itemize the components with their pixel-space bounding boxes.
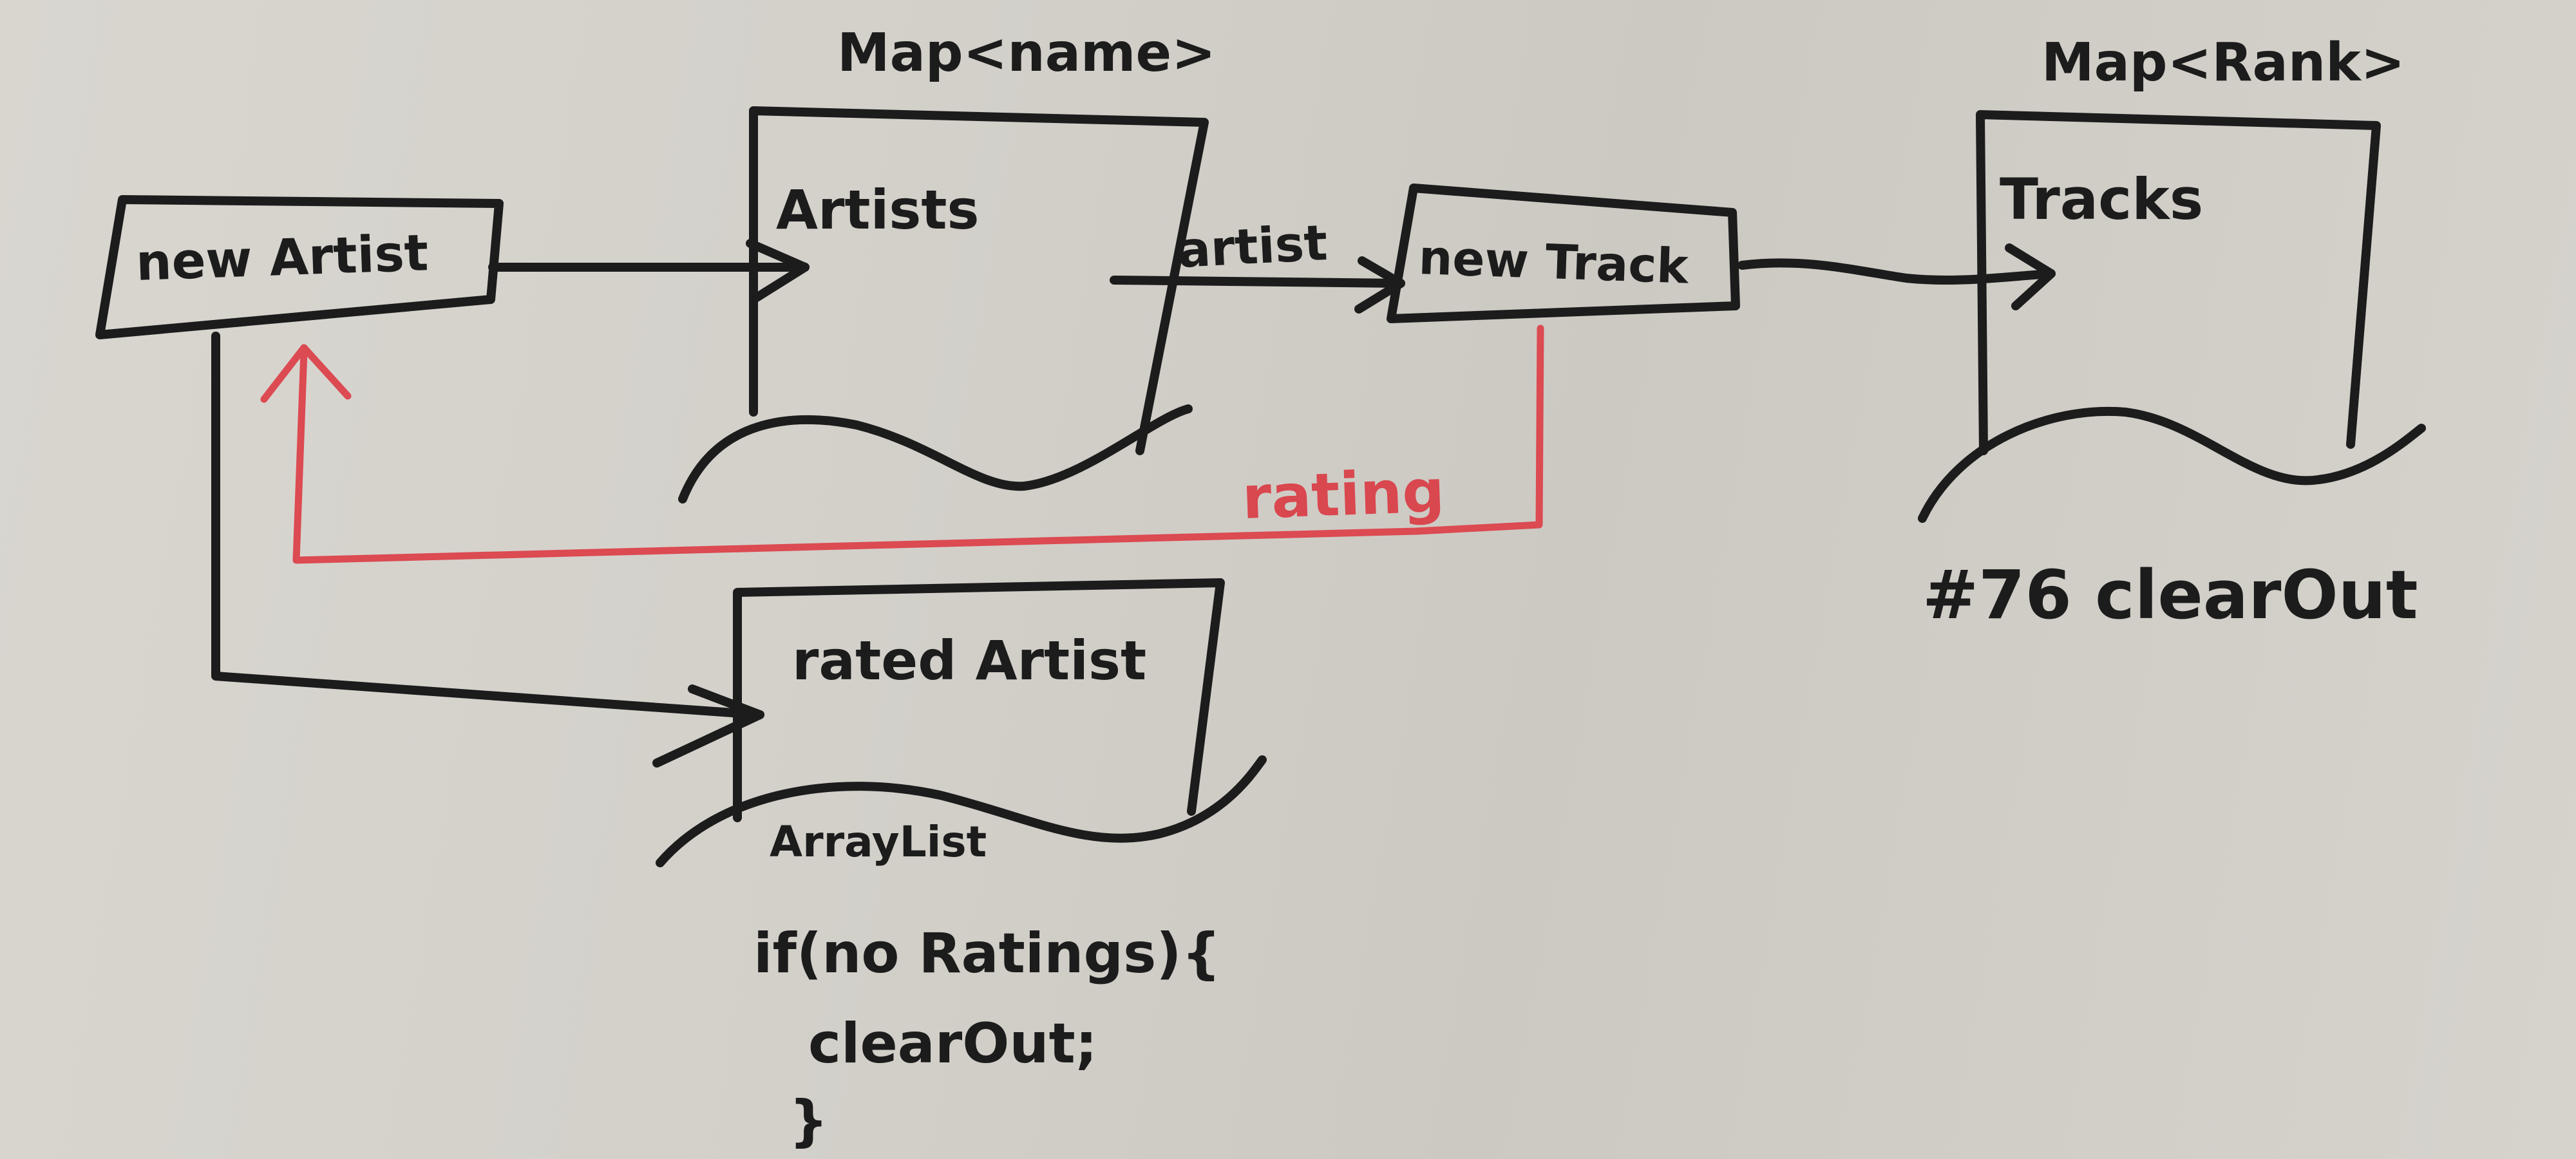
- edge-rating-label: rating: [1241, 457, 1446, 532]
- edge-rating: rating: [260, 325, 1544, 564]
- edge-artist: artist: [1110, 214, 1405, 314]
- edge-newtrack-to-tracks: [1738, 243, 2056, 310]
- new-artist-label: new Artist: [135, 224, 430, 292]
- artists-map-label: Artists: [776, 178, 980, 241]
- node-new-artist: new Artist: [95, 195, 504, 339]
- issue-note: #76 clearOut: [1922, 556, 2418, 634]
- code-line-3: }: [789, 1089, 828, 1153]
- node-new-track: new Track: [1387, 184, 1740, 323]
- artists-map-type: Map<name>: [837, 23, 1216, 84]
- edge-newartist-to-artists: [488, 239, 810, 302]
- rated-artist-label: rated Artist: [792, 629, 1146, 692]
- node-rated-artist: rated Artist ArrayList: [656, 578, 1267, 867]
- code-note: if(no Ratings){ clearOut; }: [753, 921, 1221, 1153]
- node-artists-map: Map<name> Artists: [678, 23, 1216, 504]
- node-tracks-map: Map<Rank> Tracks: [1918, 32, 2426, 523]
- edge-artist-label: artist: [1176, 214, 1329, 279]
- tracks-map-label: Tracks: [2000, 166, 2203, 232]
- edge-newartist-to-ratedartist: [211, 332, 764, 768]
- code-line-2: clearOut;: [808, 1012, 1097, 1076]
- new-track-label: new Track: [1417, 230, 1690, 295]
- tracks-map-type: Map<Rank>: [2041, 32, 2405, 93]
- rated-artist-type: ArrayList: [770, 817, 987, 867]
- code-line-1: if(no Ratings){: [753, 921, 1221, 986]
